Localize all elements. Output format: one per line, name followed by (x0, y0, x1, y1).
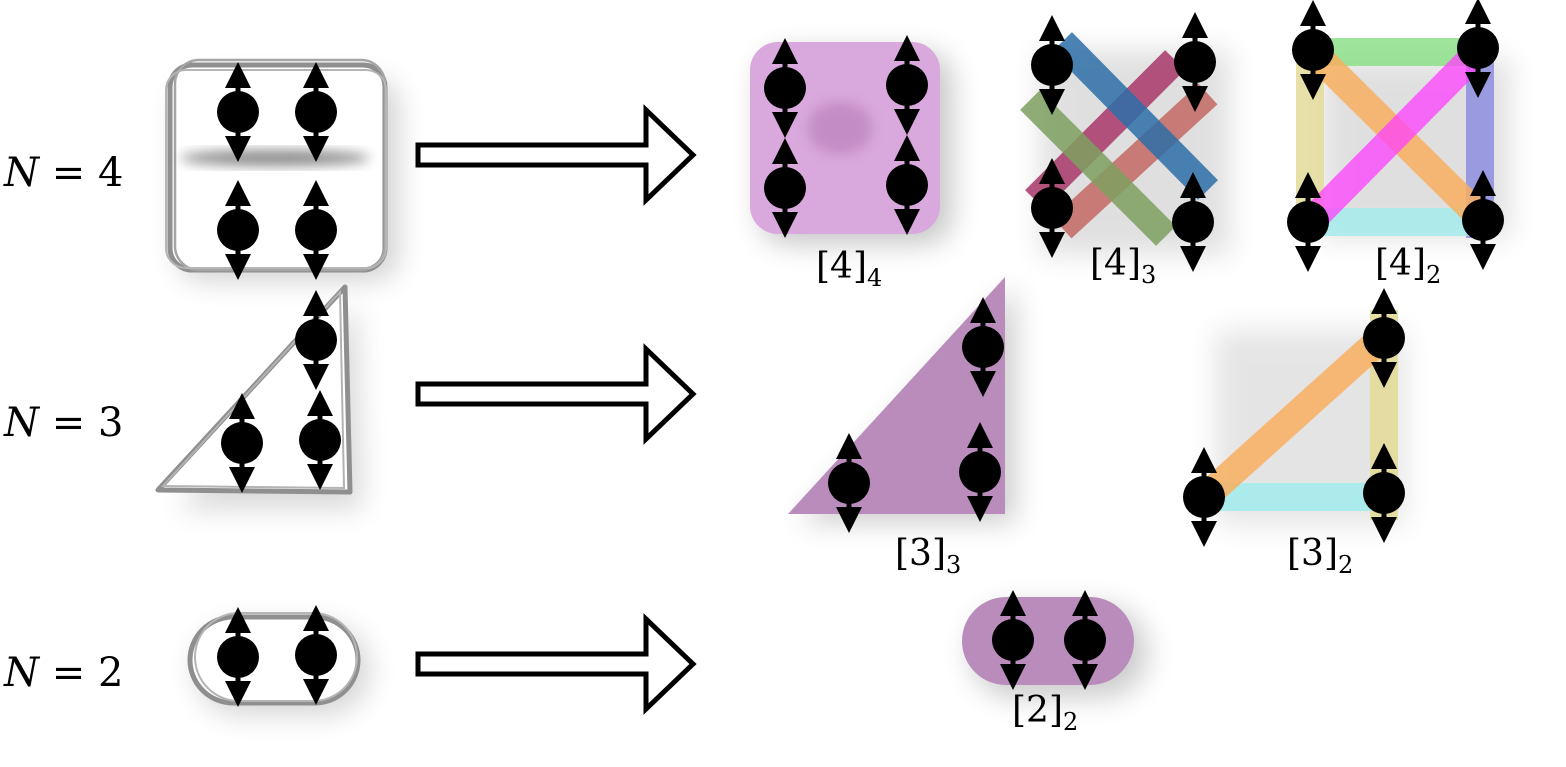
partition-label-4-4: [4]4 (816, 246, 882, 292)
partition-label-4-3: [4]3 (1090, 243, 1156, 289)
right-hollow-arrow-icon (418, 110, 693, 200)
partition-3-2 (1183, 288, 1405, 547)
partition-4-3 (1020, 12, 1230, 272)
right-hollow-arrow-icon (418, 349, 693, 439)
sketch-pill-n2 (187, 605, 370, 715)
row-label-n4: N = 4 (3, 150, 123, 196)
row-label-n2: N = 2 (3, 650, 123, 696)
partition-label-3-2: [3]2 (1287, 533, 1353, 579)
partition-label-4-2: [4]2 (1375, 243, 1441, 289)
sketch-square-n4 (165, 58, 398, 280)
partition-4-2 (1287, 0, 1510, 272)
partition-3-3 (788, 277, 1015, 533)
partition-2-2 (962, 590, 1148, 698)
right-hollow-arrow-icon (418, 619, 693, 709)
sketch-triangle-n3 (155, 284, 362, 509)
partition-label-3-3: [3]3 (895, 533, 961, 579)
row-label-n3: N = 3 (3, 400, 123, 446)
partition-label-2-2: [2]2 (1012, 690, 1078, 736)
partition-4-4 (750, 35, 952, 244)
